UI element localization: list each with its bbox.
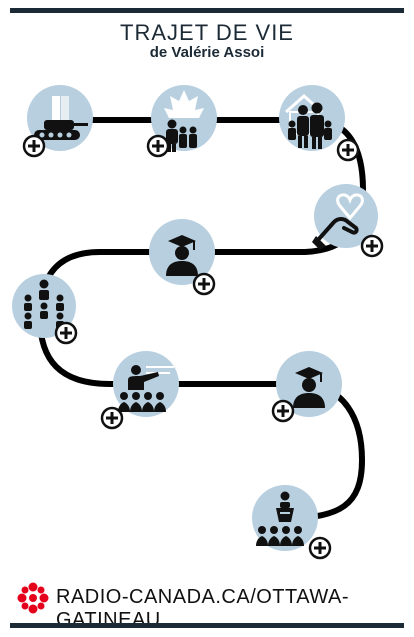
teacher-icon xyxy=(118,365,174,412)
family-house-icon xyxy=(285,93,332,149)
speaker-audience-icon xyxy=(256,491,304,546)
expand-plus-icon[interactable] xyxy=(271,399,295,423)
expand-plus-icon[interactable] xyxy=(192,272,216,296)
milestone-speaker[interactable] xyxy=(252,485,332,560)
expand-plus-icon[interactable] xyxy=(146,134,170,158)
page-title: TRAJET DE VIE xyxy=(120,20,294,45)
top-rule xyxy=(10,8,404,13)
milestone-teacher[interactable] xyxy=(100,351,179,430)
bottom-rule xyxy=(10,623,404,628)
expand-plus-icon[interactable] xyxy=(54,321,78,345)
milestone-volunteer[interactable] xyxy=(312,184,384,258)
milestone-military[interactable] xyxy=(22,85,93,158)
graduate-icon xyxy=(166,235,198,276)
milestone-family-home[interactable] xyxy=(279,85,360,162)
radio-canada-gem-icon[interactable] xyxy=(17,582,49,614)
expand-plus-icon[interactable] xyxy=(360,234,384,258)
life-path-line xyxy=(36,117,367,521)
expand-plus-icon[interactable] xyxy=(336,138,360,162)
tank-icon xyxy=(34,96,88,140)
milestone-family-canada[interactable] xyxy=(146,85,217,158)
milestone-graduation-1[interactable] xyxy=(149,219,216,296)
hand-heart-icon xyxy=(312,193,364,250)
expand-plus-icon[interactable] xyxy=(308,536,332,560)
family-maple-leaf-icon xyxy=(164,90,204,152)
milestone-team[interactable] xyxy=(12,274,78,345)
expand-plus-icon[interactable] xyxy=(22,134,46,158)
graduate-icon xyxy=(293,367,325,408)
page-subtitle: de Valérie Assoi xyxy=(149,44,265,61)
expand-plus-icon[interactable] xyxy=(100,406,124,430)
milestone-graduation-2[interactable] xyxy=(271,351,342,423)
